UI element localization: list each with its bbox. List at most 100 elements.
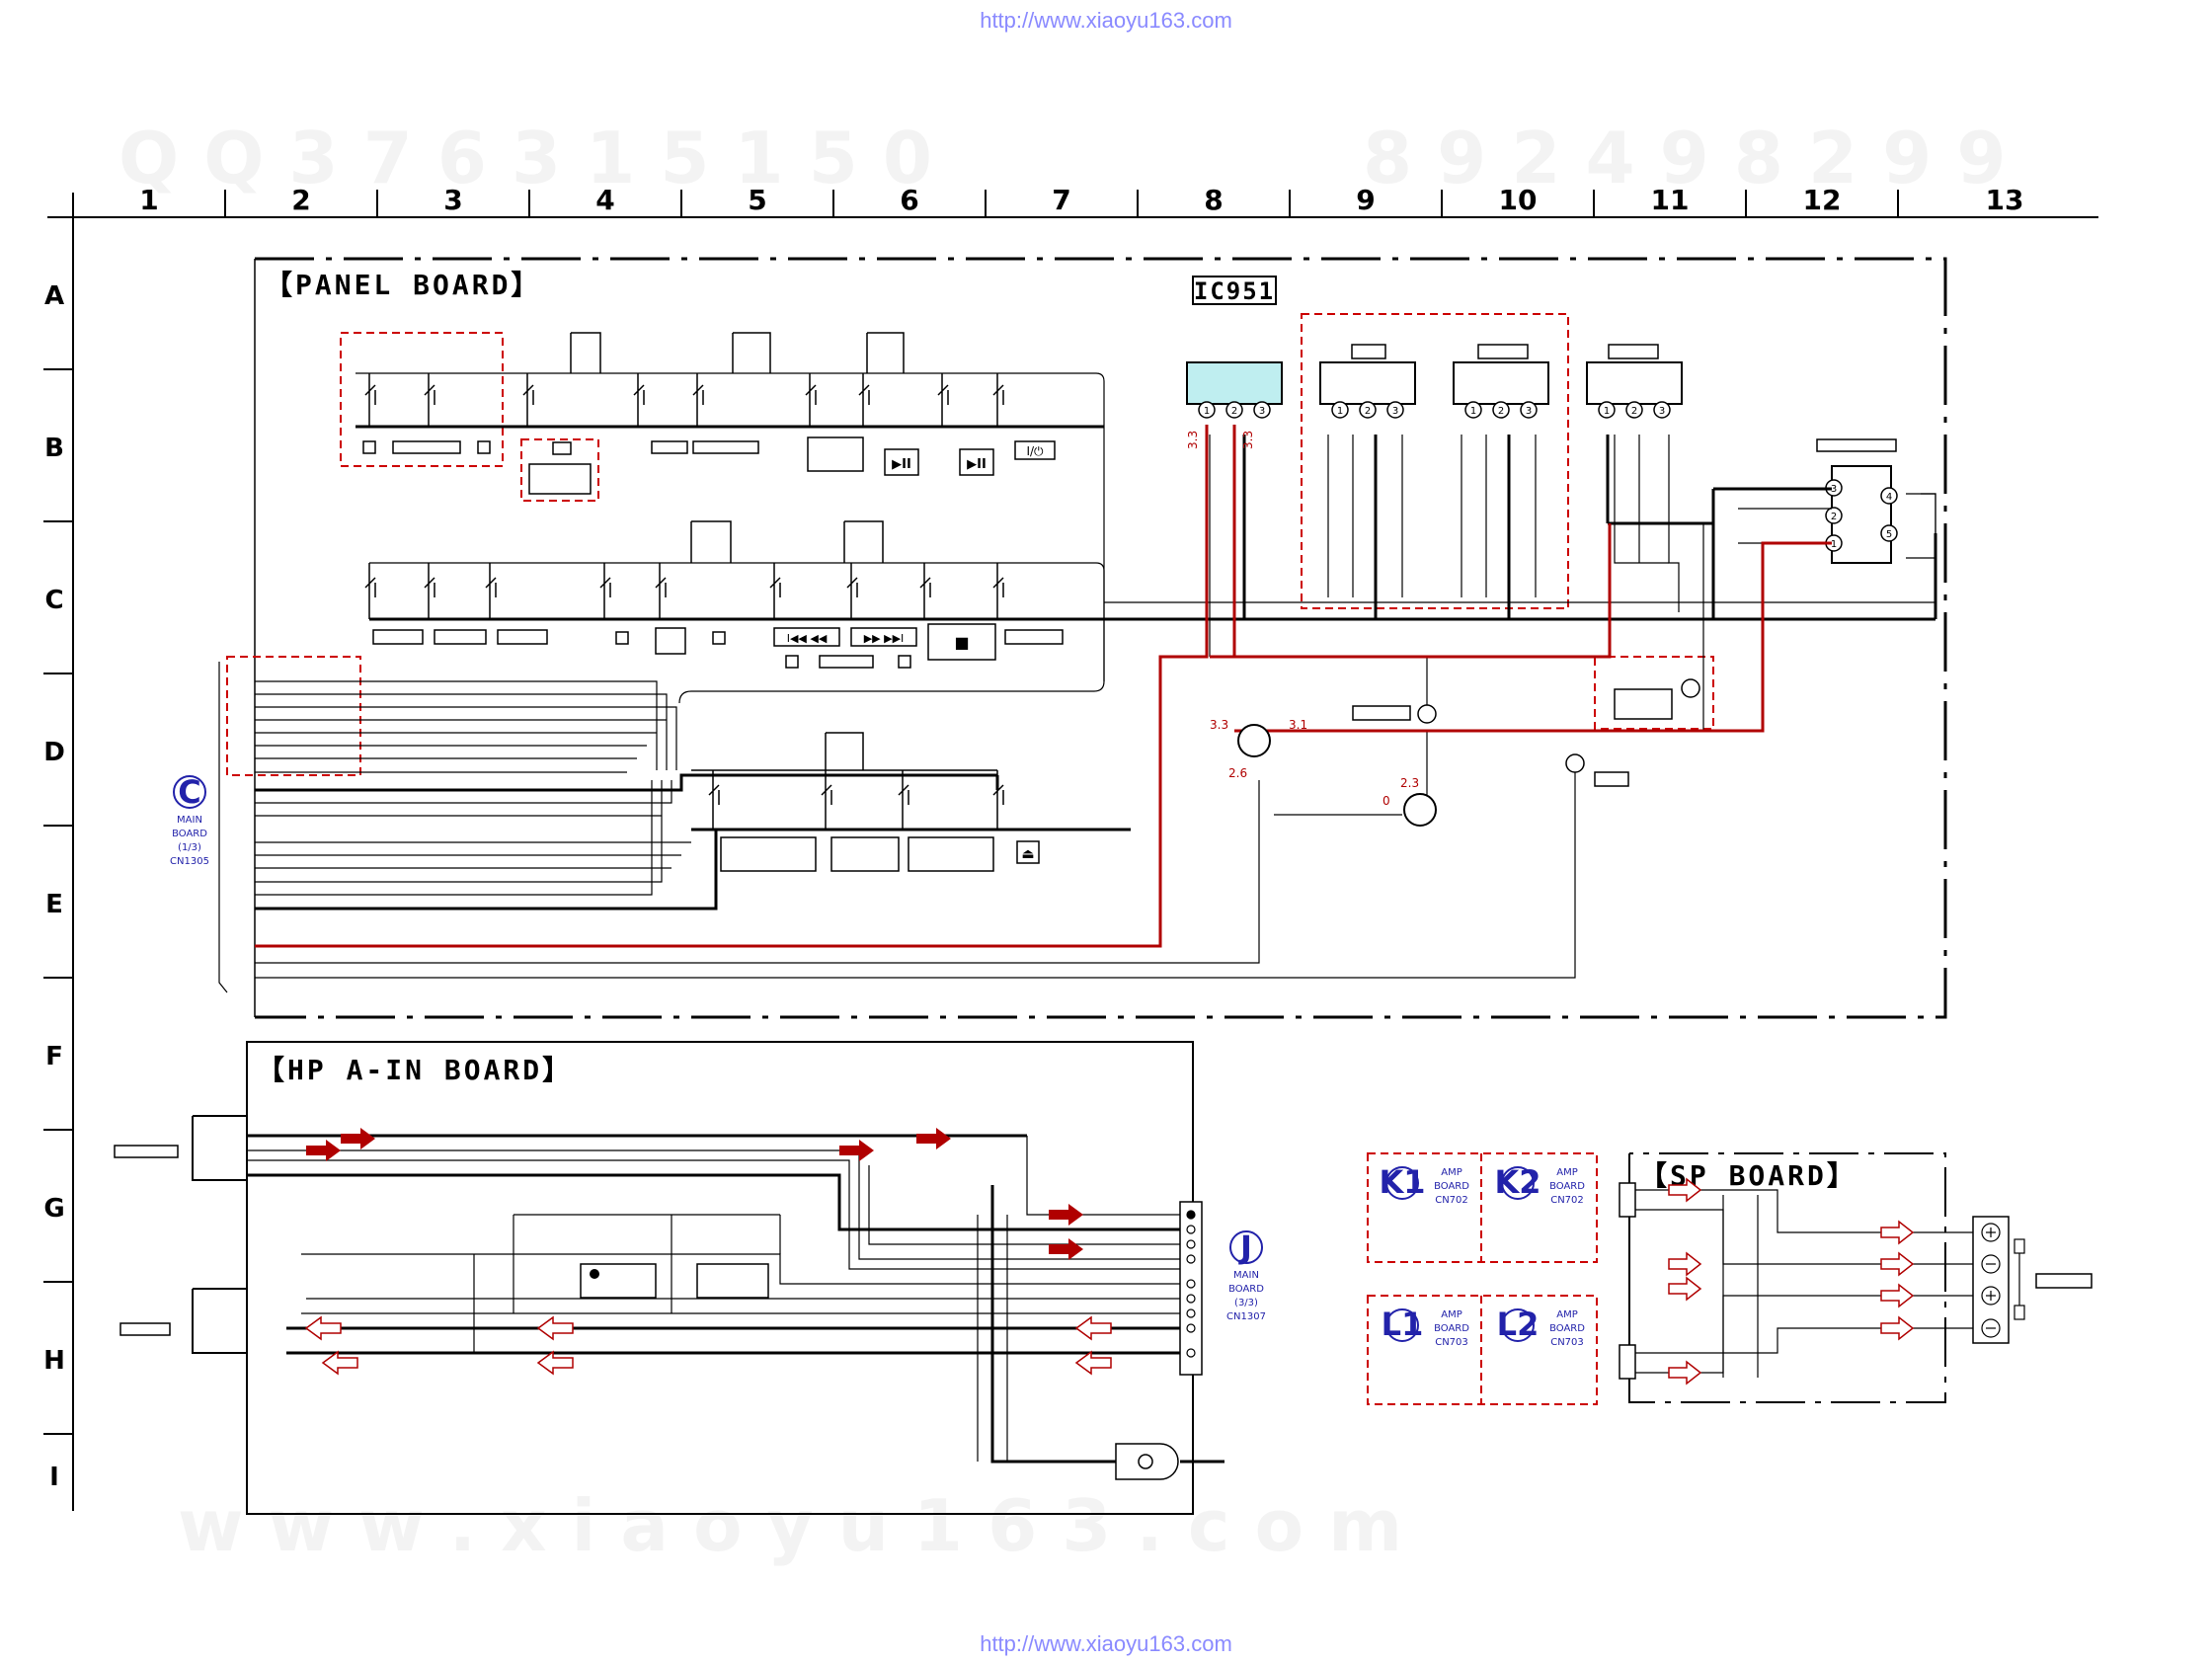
connector-j-line: (3/3) [1234,1298,1258,1308]
ic-pins [1198,401,1671,419]
watermark-bottom: w w w . x i a o y u 1 6 3 . c o m [178,1484,1402,1567]
row-D: D [43,738,65,767]
voltage-label: 3.3 [1186,431,1200,449]
column-10: 10 [1499,184,1538,216]
row-B: B [44,434,64,463]
pin-label: 2 [1365,406,1371,417]
pin-label: 1 [1470,406,1476,417]
prev-icon: I◀◀ ◀◀ [787,632,828,645]
pin-label: 3 [1659,406,1665,417]
dashed-group-c-connector [226,656,361,776]
column-9: 9 [1356,184,1375,216]
voltage-label: 2.6 [1228,766,1247,780]
connector-l2-line: BOARD [1549,1323,1585,1334]
play-pause-icon: ▶II [892,457,911,472]
pin-label: 3 [1526,406,1532,417]
pin-label: 4 [1886,492,1892,503]
panel-board-title: 【PANEL BOARD】 [265,269,541,301]
led-1 [1417,704,1437,724]
connector-j-line: BOARD [1228,1284,1264,1295]
connector-l1-line: AMP [1441,1309,1462,1320]
hp-board-title: 【HP A-IN BOARD】 [257,1054,573,1086]
connector-l1-line: CN703 [1435,1337,1468,1348]
column-5: 5 [748,184,766,216]
column-6: 6 [900,184,918,216]
connector-l1-letter: L1 [1382,1306,1424,1343]
led-2 [1565,753,1585,773]
dashed-group-led1 [520,438,599,502]
pin-label: 2 [1631,406,1637,417]
column-8: 8 [1204,184,1223,216]
pin-label: 3 [1392,406,1398,417]
amp-connectors: K1 AMP BOARD CN702 K2 AMP BOARD CN702 L1… [1367,1152,1598,1405]
connector-l2-line: AMP [1556,1309,1578,1320]
connector-c-line: BOARD [172,829,207,839]
connector-k2-line: AMP [1556,1167,1578,1178]
column-4: 4 [595,184,614,216]
transistor-q2 [1403,793,1437,827]
bottom-url[interactable]: http://www.xiaoyu163.com [980,1631,1232,1656]
connector-k2-letter: K2 [1494,1163,1540,1201]
dashed-group-sw1 [340,332,504,467]
sp-board: 【SP BOARD】 [1619,1152,2093,1403]
regulator-3 [1586,361,1683,405]
regulator-1 [1319,361,1416,405]
dashed-group-led2 [1594,656,1714,730]
pin-label: 1 [1604,406,1610,417]
connector-c: C MAIN BOARD (1/3) CN1305 [170,662,228,993]
connector-j-letter: J [1238,1228,1252,1266]
row-H: H [43,1346,65,1376]
column-12: 12 [1803,184,1842,216]
connector-c-line: CN1305 [170,856,209,867]
column-2: 2 [291,184,310,216]
pin-label: 3 [1259,406,1265,417]
ic951-label: IC951 [1194,277,1275,305]
watermark-top-right: 8 9 2 4 9 8 2 9 9 [1363,117,2006,199]
row-E: E [45,890,63,919]
panel-board: 【PANEL BOARD】 IC951 1 2 3 1 [226,257,1947,1019]
voltage-label: 3.1 [1289,718,1307,732]
connector-c-line: (1/3) [178,842,201,853]
led-3 [1681,678,1700,698]
next-icon: ▶▶ ▶▶I [864,632,905,645]
hp-a-in-board: 【HP A-IN BOARD】 [114,1041,1266,1515]
row-G: G [43,1194,64,1224]
dashed-group-regulators [1301,313,1569,609]
connector-j-line: MAIN [1233,1270,1259,1281]
pin-label: 2 [1831,512,1837,522]
connector-l2-letter: L2 [1497,1306,1540,1343]
pin-label: 1 [1204,406,1210,417]
switches-row-3 [691,732,1004,830]
column-11: 11 [1651,184,1690,216]
voltage-label: 3.3 [1210,718,1228,732]
connector-l1-line: BOARD [1434,1323,1469,1334]
row-F: F [45,1042,63,1071]
connector-k2-line: BOARD [1549,1181,1585,1192]
pin-label: 1 [1831,539,1837,550]
switches-row-1 [364,332,1004,427]
play-pause-icon-2: ▶II [967,457,987,472]
connector-k1-line: AMP [1441,1167,1462,1178]
top-url[interactable]: http://www.xiaoyu163.com [980,8,1232,33]
regulator-2 [1453,361,1549,405]
caption-boxes [362,436,1673,872]
voltage-label: 3.3 [1241,431,1255,449]
row-I: I [49,1463,59,1492]
row-A: A [44,281,64,311]
column-1: 1 [139,184,158,216]
pin-label: 5 [1886,529,1892,540]
connector-l2-line: CN703 [1550,1337,1584,1348]
pin-label: 2 [1231,406,1237,417]
row-C: C [44,586,63,615]
connector-c-letter: C [178,773,200,811]
connector-c-line: MAIN [177,815,202,826]
voltage-label: 0 [1382,794,1390,808]
connector-k1-line: BOARD [1434,1181,1469,1192]
pin-label: 2 [1498,406,1504,417]
column-13: 13 [1986,184,2024,216]
transistor-q1 [1237,724,1271,757]
column-7: 7 [1052,184,1070,216]
column-3: 3 [443,184,462,216]
voltage-label: 2.3 [1400,776,1419,790]
ic951-body [1186,361,1283,405]
